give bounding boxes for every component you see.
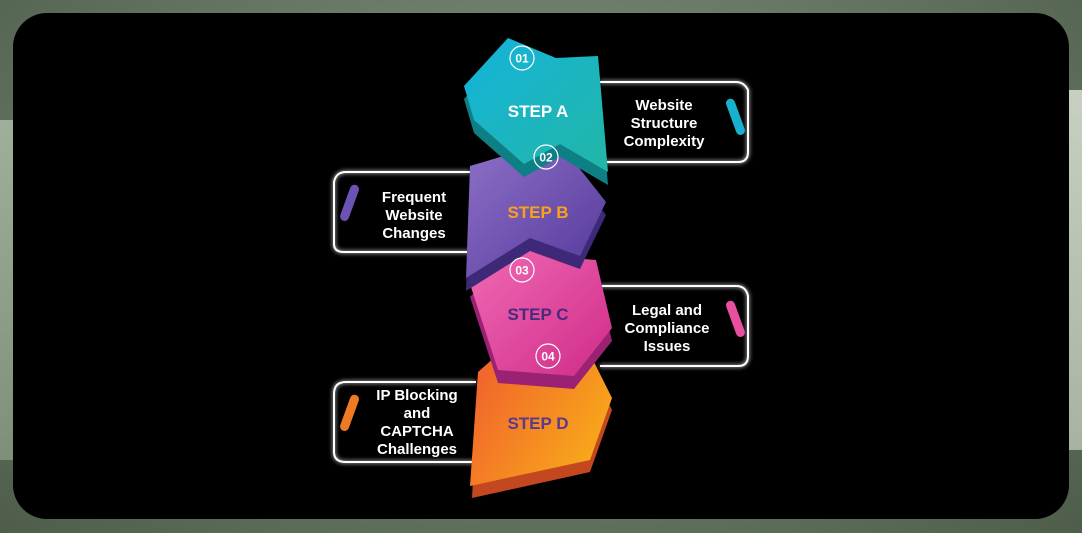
- step-b-label-line: Frequent: [364, 189, 464, 207]
- step-d-label-line: and: [362, 405, 472, 423]
- step-d-number: 04: [541, 350, 555, 364]
- step-a-label-line: Complexity: [614, 133, 714, 151]
- step-b-label-line: Changes: [364, 225, 464, 243]
- step-d-label: IP Blocking and CAPTCHA Challenges: [362, 387, 472, 459]
- step-b-label-line: Website: [364, 207, 464, 225]
- step-b-number: 02: [539, 151, 553, 165]
- accent-pill-c: [725, 299, 746, 338]
- step-d-label-line: Challenges: [362, 441, 472, 459]
- step-a-label-line: Structure: [614, 115, 714, 133]
- step-a-label: Website Structure Complexity: [614, 97, 714, 151]
- step-c-label-line: Issues: [614, 338, 720, 356]
- accent-pill-b: [339, 183, 360, 222]
- accent-pill-d: [339, 393, 360, 432]
- accent-pill-a: [725, 97, 746, 136]
- step-c-title: STEP C: [507, 305, 568, 324]
- step-b-title: STEP B: [507, 203, 568, 222]
- step-d-label-line: IP Blocking: [362, 387, 472, 405]
- step-d-title: STEP D: [507, 414, 568, 433]
- step-b-label: Frequent Website Changes: [364, 189, 464, 243]
- step-c-label-line: Legal and: [614, 302, 720, 320]
- step-a-number: 01: [515, 52, 529, 66]
- step-a-label-line: Website: [614, 97, 714, 115]
- step-c-label: Legal and Compliance Issues: [614, 302, 720, 356]
- step-c-number: 03: [515, 264, 529, 278]
- step-c-label-line: Compliance: [614, 320, 720, 338]
- step-d-label-line: CAPTCHA: [362, 423, 472, 441]
- step-a-title: STEP A: [508, 102, 568, 121]
